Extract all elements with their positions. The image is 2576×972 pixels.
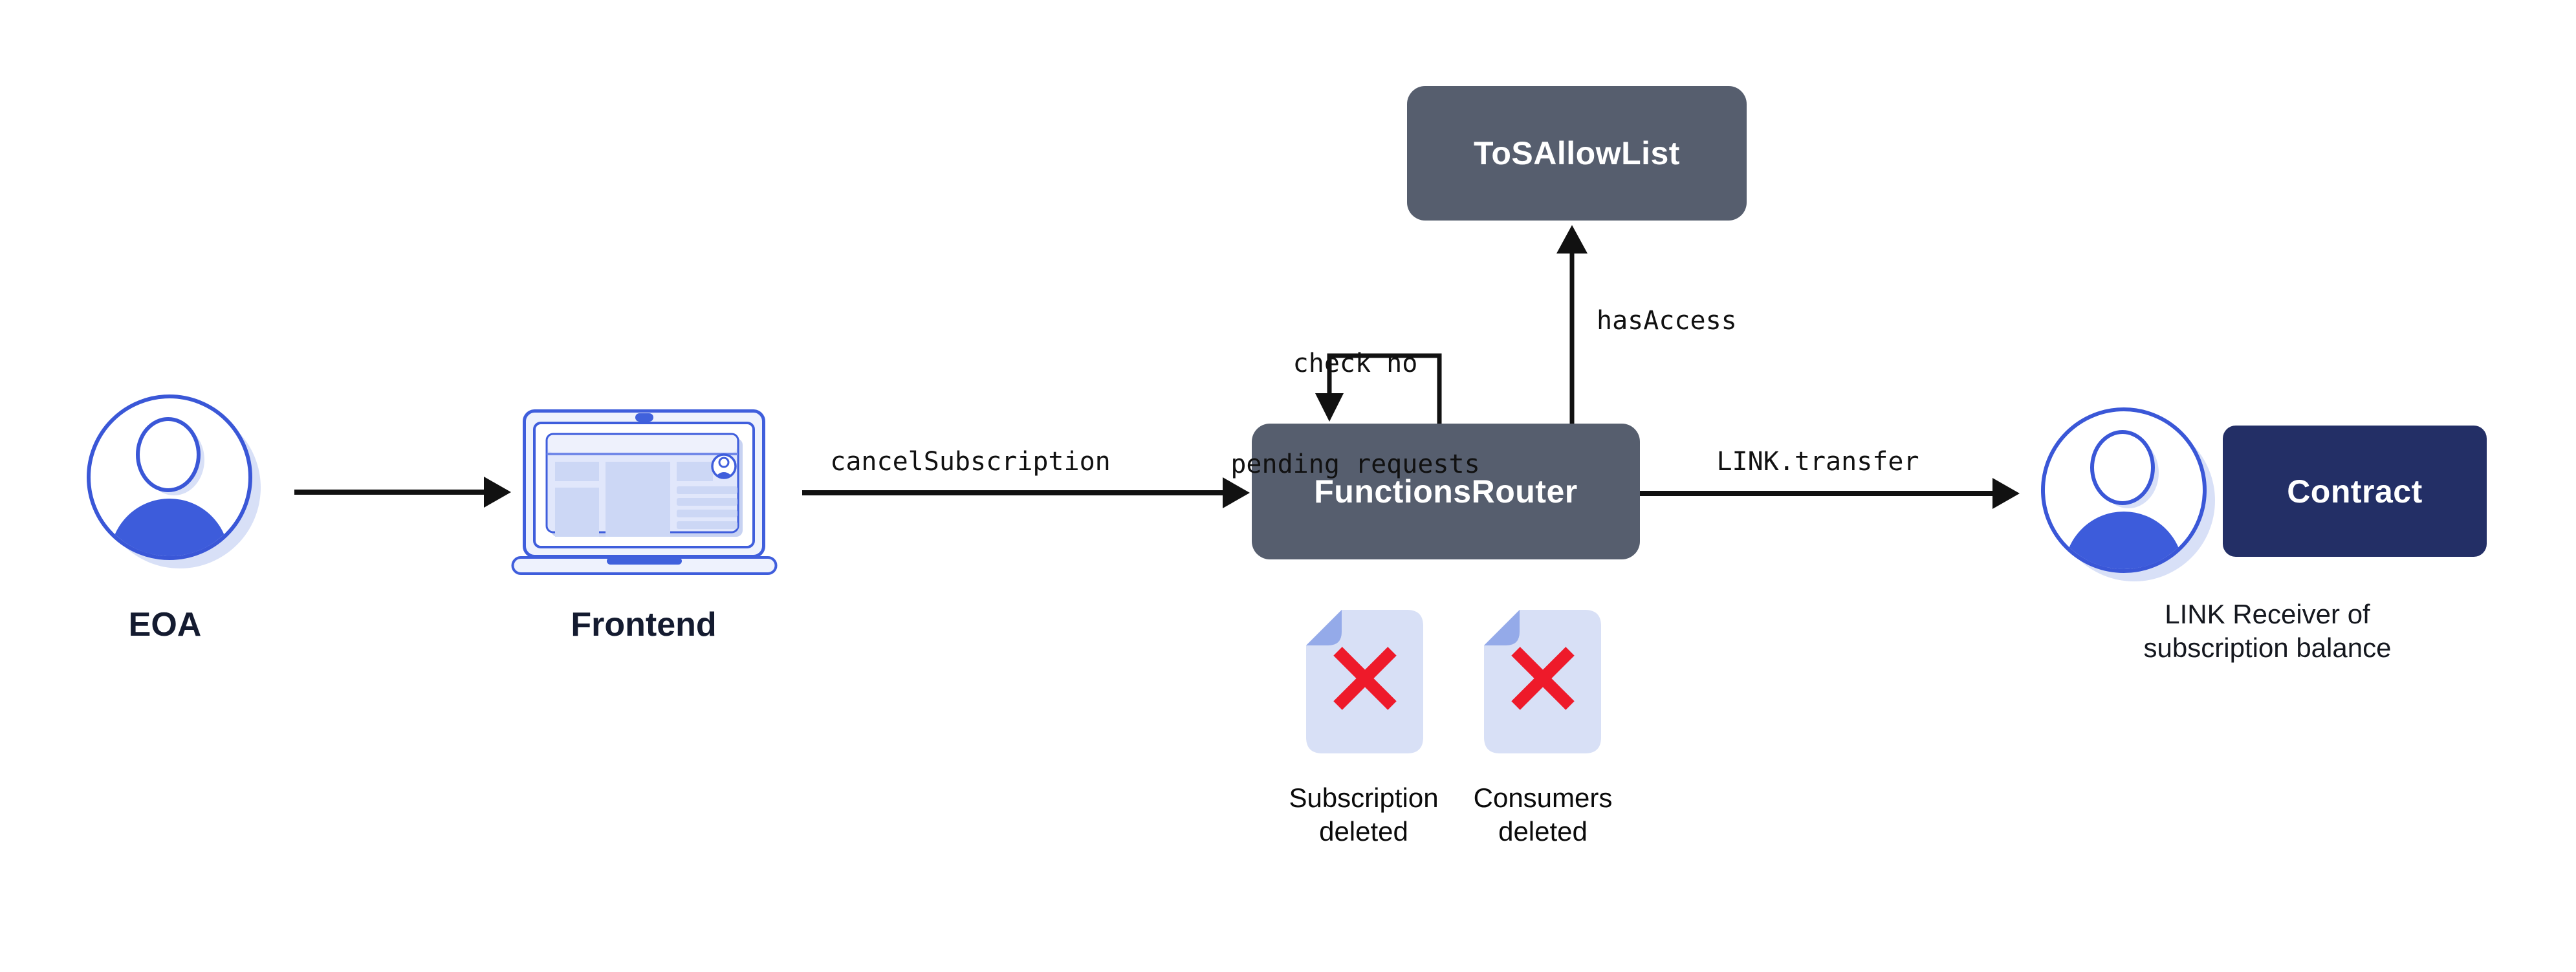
node-contract-label: Contract	[2287, 473, 2423, 510]
consumers-deleted-label-line2: deleted	[1498, 816, 1588, 847]
node-tos-allow-list-label: ToSAllowList	[1474, 135, 1680, 171]
subscription-deleted-doc-icon	[1305, 609, 1424, 758]
edge-label-link-transfer: LINK.transfer	[1716, 447, 1919, 477]
arrow-eoa-to-frontend	[294, 477, 511, 508]
link-receiver-caption: LINK Receiver of subscription balance	[2009, 598, 2526, 665]
arrow-router-to-receiver	[1640, 478, 2020, 509]
frontend-label: Frontend	[571, 606, 717, 643]
consumers-deleted-label: Consumers deleted	[1381, 781, 1705, 848]
node-functions-router-label: FunctionsRouter	[1314, 473, 1578, 510]
arrow-router-to-tos	[1556, 225, 1588, 424]
arrow-frontend-to-router	[802, 477, 1250, 508]
frontend-laptop-icon	[511, 409, 778, 579]
subscription-deleted-label-line2: deleted	[1319, 816, 1408, 847]
node-contract: Contract	[2223, 426, 2487, 557]
edge-label-has-access: hasAccess	[1597, 306, 1737, 336]
arrow-router-self-loop	[1315, 353, 1442, 424]
eoa-label: EOA	[128, 606, 202, 643]
node-tos-allow-list: ToSAllowList	[1407, 86, 1747, 221]
eoa-person-icon	[85, 393, 267, 578]
edge-label-cancel-subscription: cancelSubscription	[830, 447, 1111, 477]
subscription-deleted-label-line1: Subscription	[1289, 783, 1439, 813]
consumers-deleted-label-line1: Consumers	[1473, 783, 1613, 813]
edge-label-check-pending-line1: check no	[1293, 349, 1418, 378]
link-receiver-caption-line1: LINK Receiver of	[2165, 599, 2370, 629]
link-receiver-person-icon	[2040, 406, 2221, 590]
edge-label-check-pending-line2: pending requests	[1230, 449, 1480, 479]
edge-label-check-pending: check no pending requests	[1187, 279, 1523, 548]
consumers-deleted-doc-icon	[1483, 609, 1602, 758]
link-receiver-caption-line2: subscription balance	[2143, 632, 2392, 663]
node-functions-router: FunctionsRouter	[1252, 424, 1640, 559]
subscription-deleted-label: Subscription deleted	[1202, 781, 1525, 848]
